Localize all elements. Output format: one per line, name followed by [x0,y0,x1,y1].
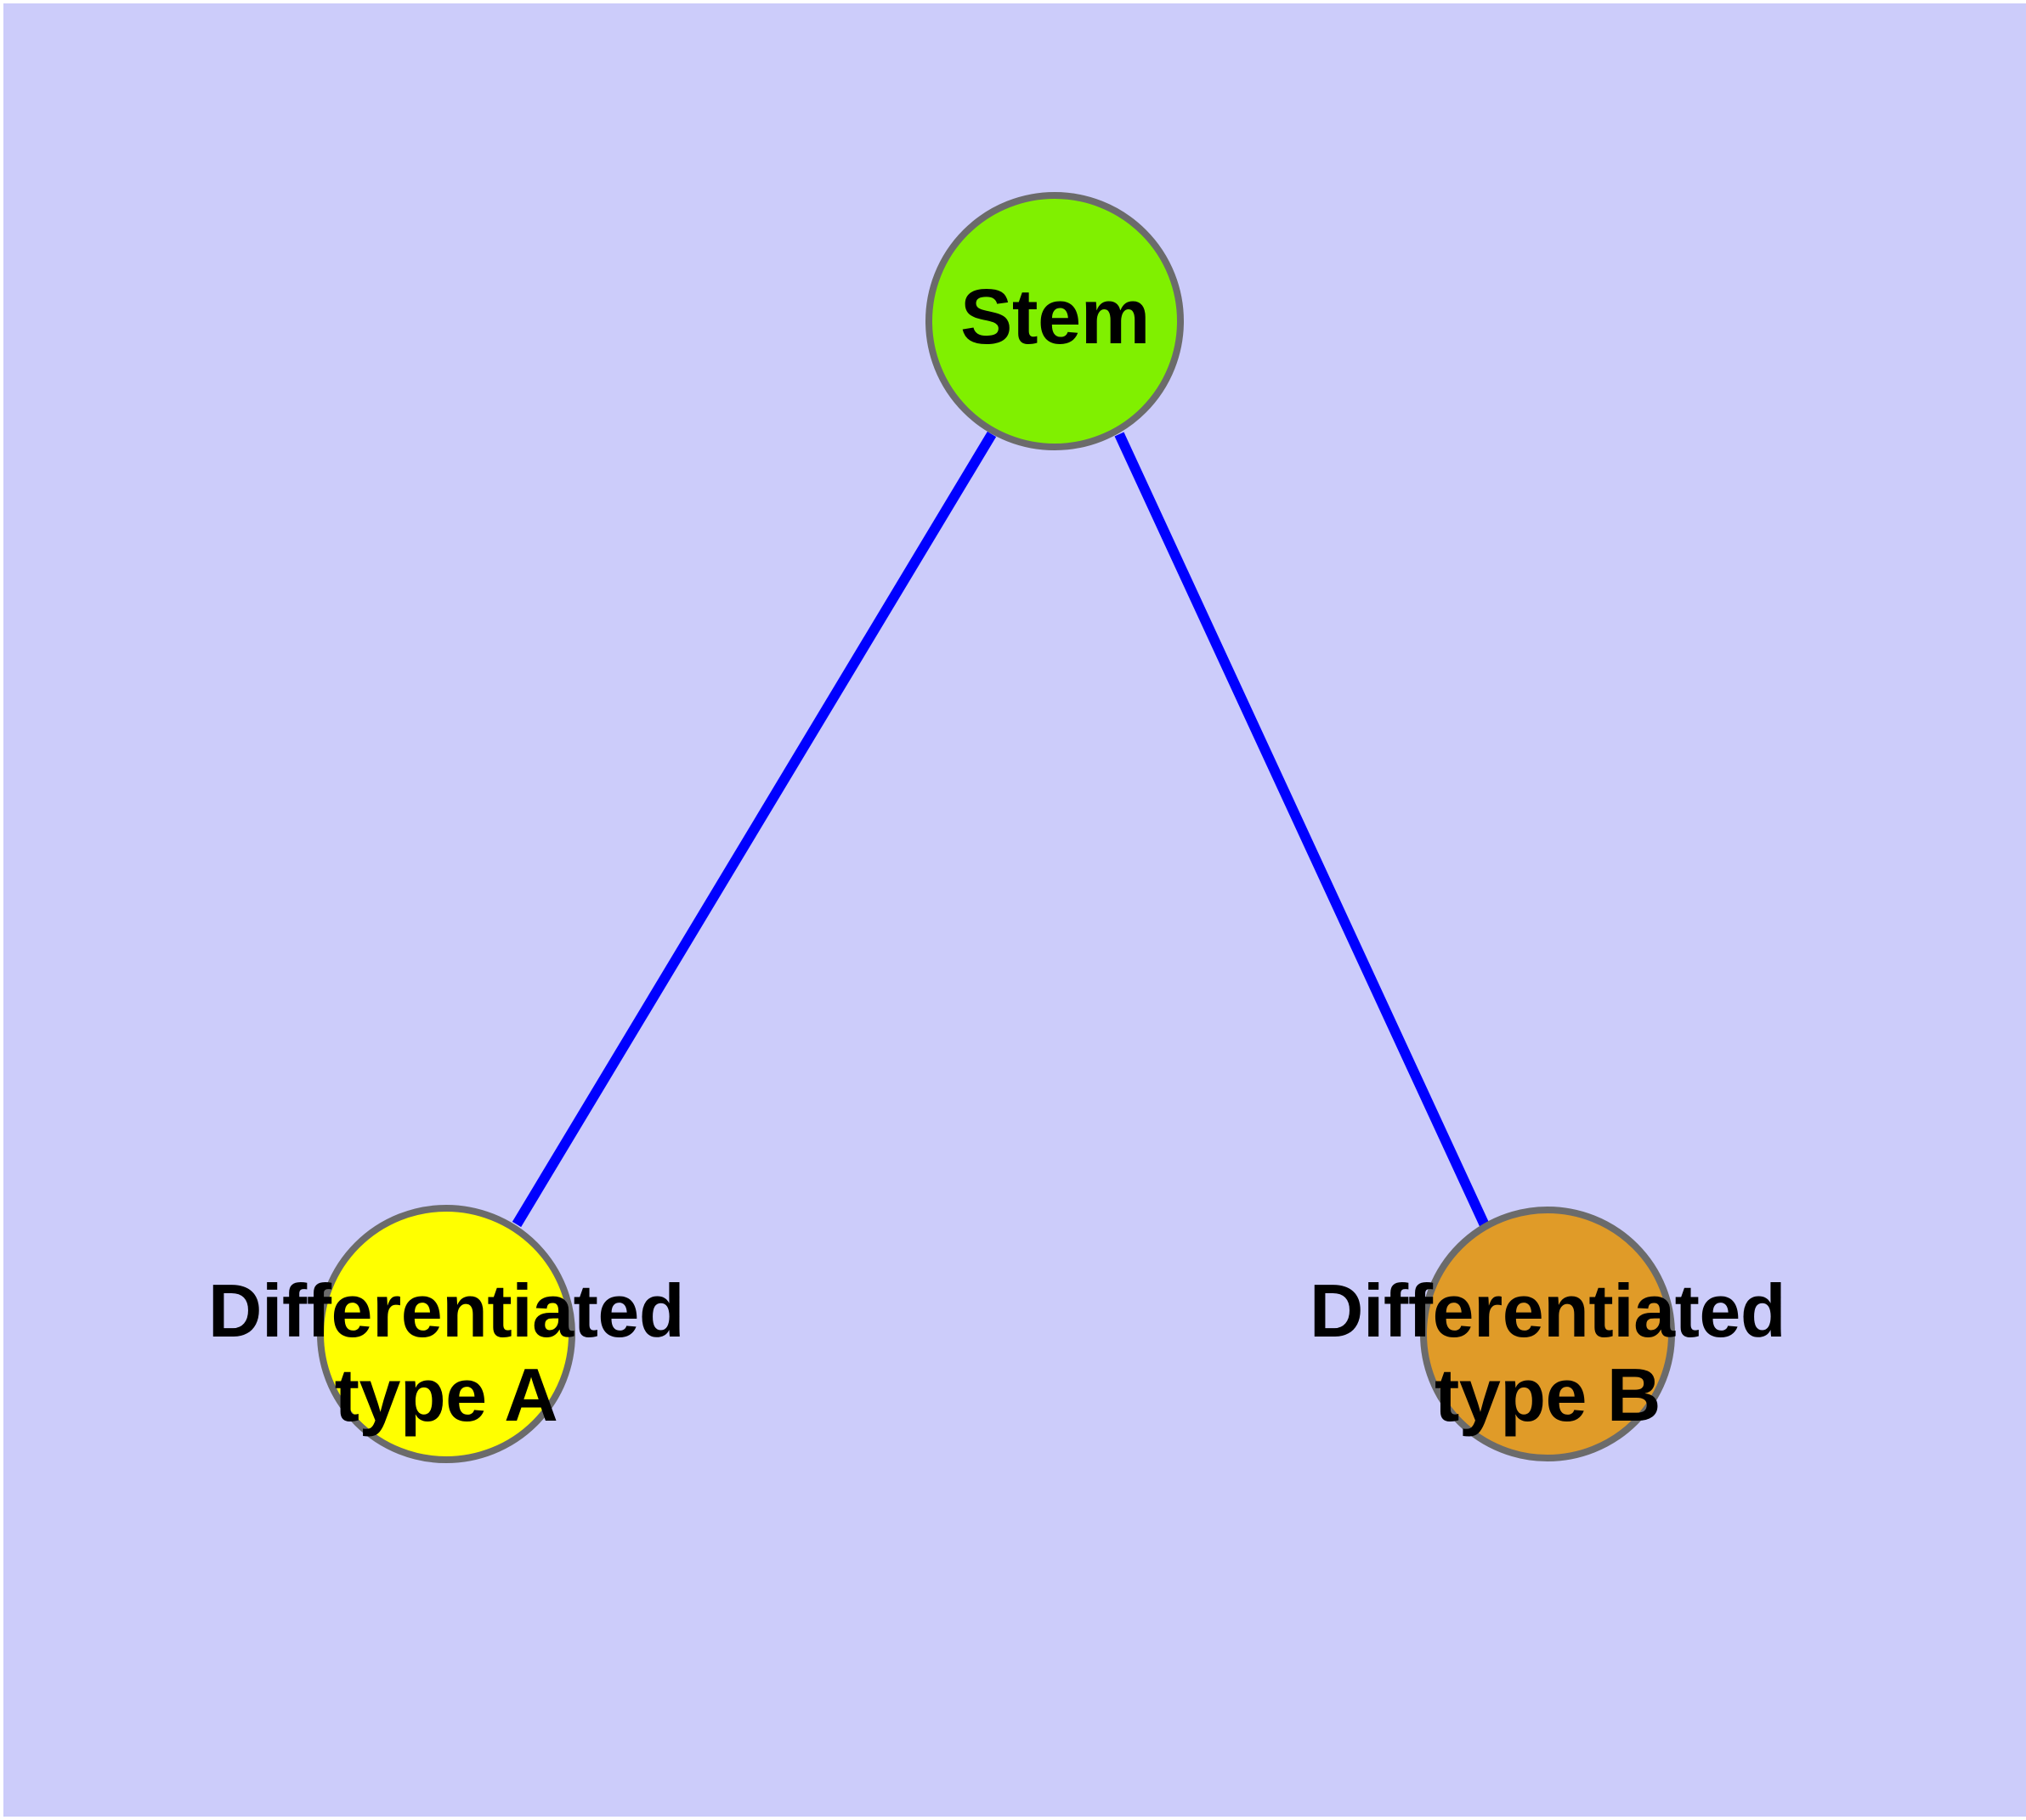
node-label-differentiated-type-a: Differentiated type A [207,1269,685,1437]
node-differentiated-type-b[interactable] [1420,1207,1675,1461]
node-label-stem: Stem [960,274,1150,360]
edge-stem-to-differentiated-type-b [1114,432,1490,1228]
node-stem[interactable] [925,192,1184,450]
edge-stem-to-differentiated-type-a [512,431,997,1228]
node-label-differentiated-type-b: Differentiated type B [1309,1269,1786,1437]
node-differentiated-type-a[interactable] [317,1205,575,1463]
edge-layer [512,431,1490,1228]
